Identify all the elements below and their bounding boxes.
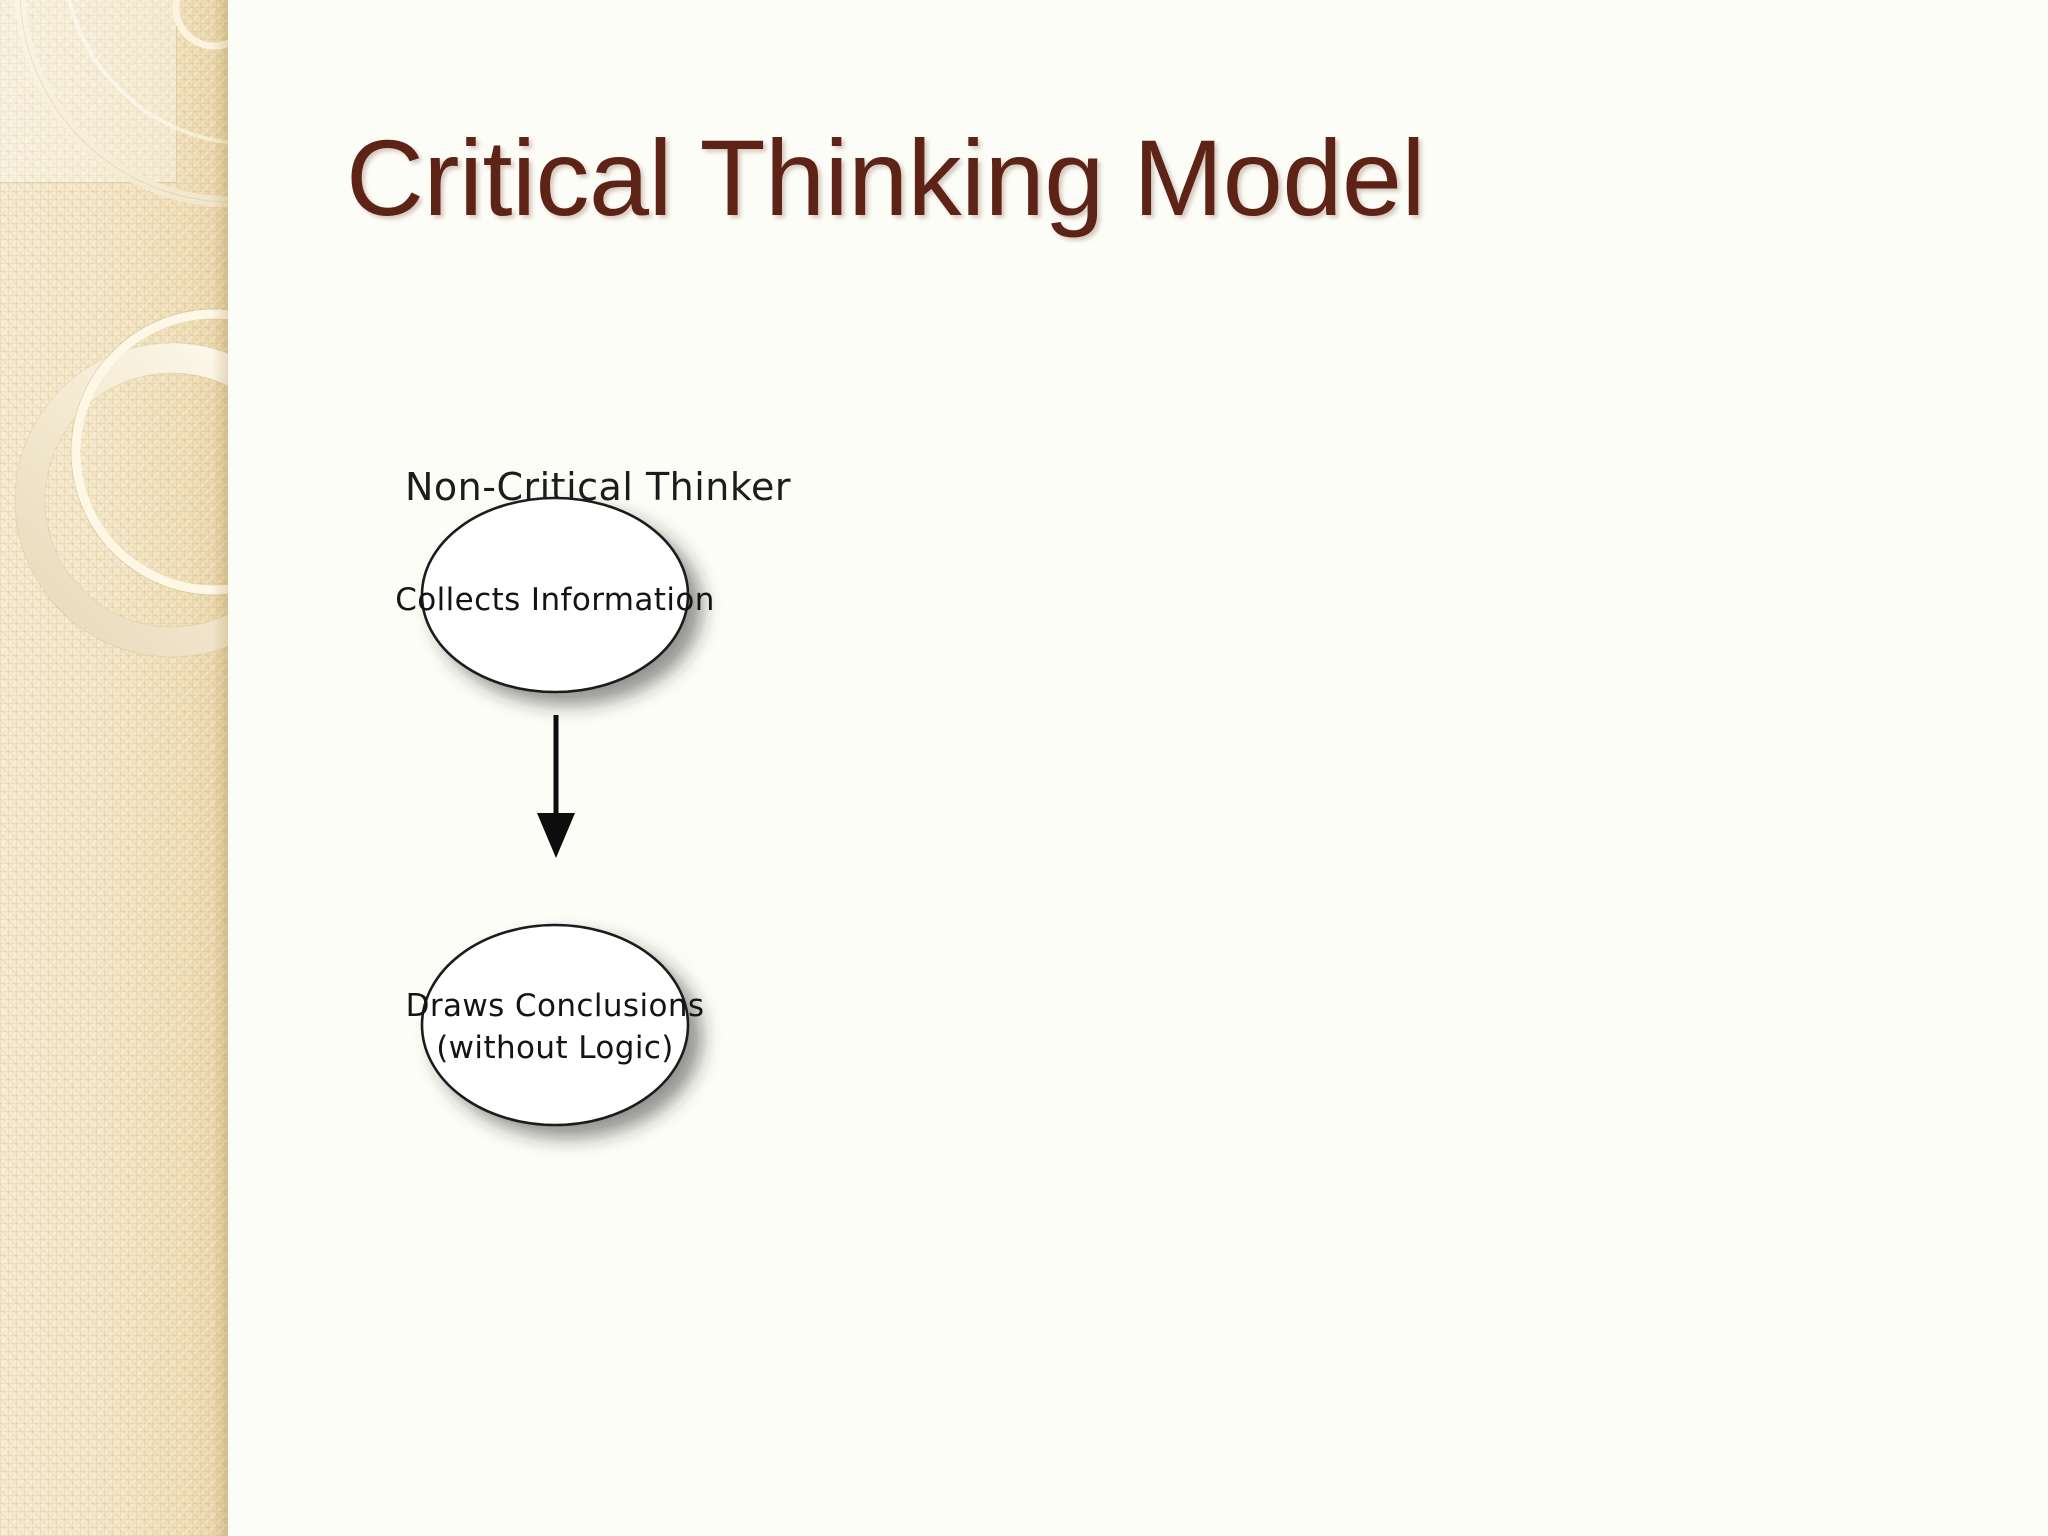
large-ring-arc-outer-edge	[19, 0, 228, 203]
diagram-caption: Non-Critical Thinker	[405, 465, 792, 509]
node-draws-conclusions-label-line1: Draws Conclusions	[406, 988, 705, 1024]
edge-arrowhead	[537, 813, 575, 858]
lower-ring-thick	[15, 343, 228, 657]
node-collects-information-label: Collects Information	[395, 582, 715, 618]
large-ring-arc-outer	[14, 0, 228, 208]
edge-collects-to-draws	[537, 715, 575, 858]
node-collects-information-ellipse	[420, 496, 690, 694]
lower-ring-thick-edge-inner	[44, 372, 228, 628]
flowchart-svg: Collects Information Draws Conclusions (…	[395, 496, 715, 1127]
large-ring-arc-inner	[67, 0, 228, 145]
sidebar-ring-decorations	[14, 0, 228, 658]
page-title: Critical Thinking Model	[346, 117, 1425, 238]
top-ring-fragment	[172, 0, 228, 50]
sidebar-right-edge-shade	[212, 0, 228, 1536]
lower-ring-thin	[71, 309, 228, 595]
lower-ring-thin-edge	[70, 308, 228, 596]
decorative-sidebar-band	[0, 0, 228, 1536]
node-collects-information: Collects Information	[395, 496, 715, 694]
node-draws-conclusions-label-line2: (without Logic)	[436, 1030, 674, 1066]
lower-ring-thick-edge-outer	[14, 342, 228, 658]
sidebar-corner-panel	[0, 0, 177, 183]
node-draws-conclusions: Draws Conclusions (without Logic)	[406, 923, 705, 1127]
node-draws-conclusions-ellipse	[420, 923, 690, 1127]
critical-thinking-flowchart: Non-Critical Thinker Collects Informatio…	[380, 430, 840, 1360]
sidebar-texture-pattern	[0, 0, 228, 1536]
